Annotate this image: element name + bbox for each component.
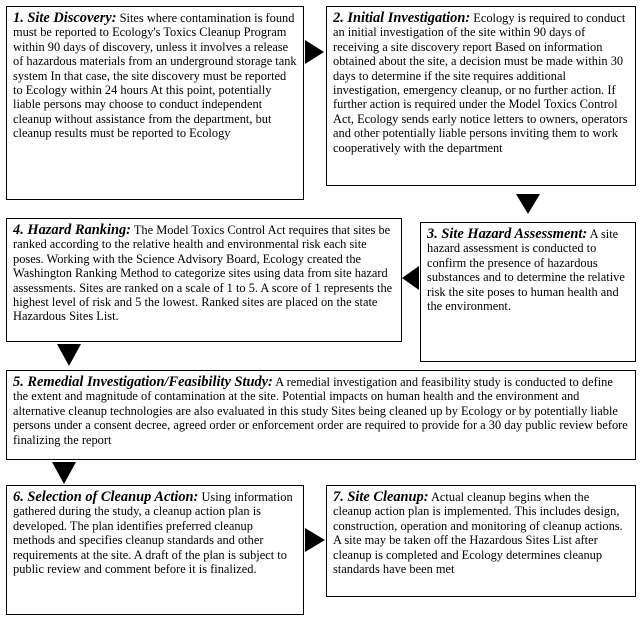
step-6-box: 6. Selection of Cleanup Action: Using in… <box>6 485 304 615</box>
step-2-heading: 2. Initial Investigation: <box>333 10 471 26</box>
step-7-heading: 7. Site Cleanup: <box>333 489 429 505</box>
arrow-step-4-to-5 <box>57 344 81 366</box>
arrow-step-3-to-4 <box>402 266 419 290</box>
step-7-box: 7. Site Cleanup: Actual cleanup begins w… <box>326 485 636 597</box>
step-4-box: 4. Hazard Ranking: The Model Toxics Cont… <box>6 218 402 342</box>
step-4-text: The Model Toxics Control Act requires th… <box>13 223 393 324</box>
step-5-heading: 5. Remedial Investigation/Feasibility St… <box>13 374 273 390</box>
arrow-step-6-to-7 <box>305 528 325 552</box>
arrow-step-5-to-6 <box>52 462 76 484</box>
step-7-text: Actual cleanup begins when the cleanup a… <box>333 490 623 577</box>
step-5-box: 5. Remedial Investigation/Feasibility St… <box>6 370 636 460</box>
step-3-box: 3. Site Hazard Assessment: A site hazard… <box>420 222 636 362</box>
arrow-step-2-to-3 <box>516 194 540 214</box>
step-2-box: 2. Initial Investigation: Ecology is req… <box>326 6 636 186</box>
step-4-heading: 4. Hazard Ranking: <box>13 222 131 238</box>
arrow-step-1-to-2 <box>305 40 324 64</box>
step-3-text: A site hazard assessment is conducted to… <box>427 227 625 314</box>
step-5-text: A remedial investigation and feasibility… <box>13 375 628 447</box>
step-2-text: Ecology is required to conduct an initia… <box>333 11 628 155</box>
step-1-text: Sites where contamination is found must … <box>13 11 297 141</box>
step-1-heading: 1. Site Discovery: <box>13 10 117 26</box>
step-6-heading: 6. Selection of Cleanup Action: <box>13 489 199 505</box>
step-1-box: 1. Site Discovery: Sites where contamina… <box>6 6 304 200</box>
step-6-text: Using information gathered during the st… <box>13 490 293 577</box>
step-3-heading: 3. Site Hazard Assessment: <box>427 226 588 242</box>
